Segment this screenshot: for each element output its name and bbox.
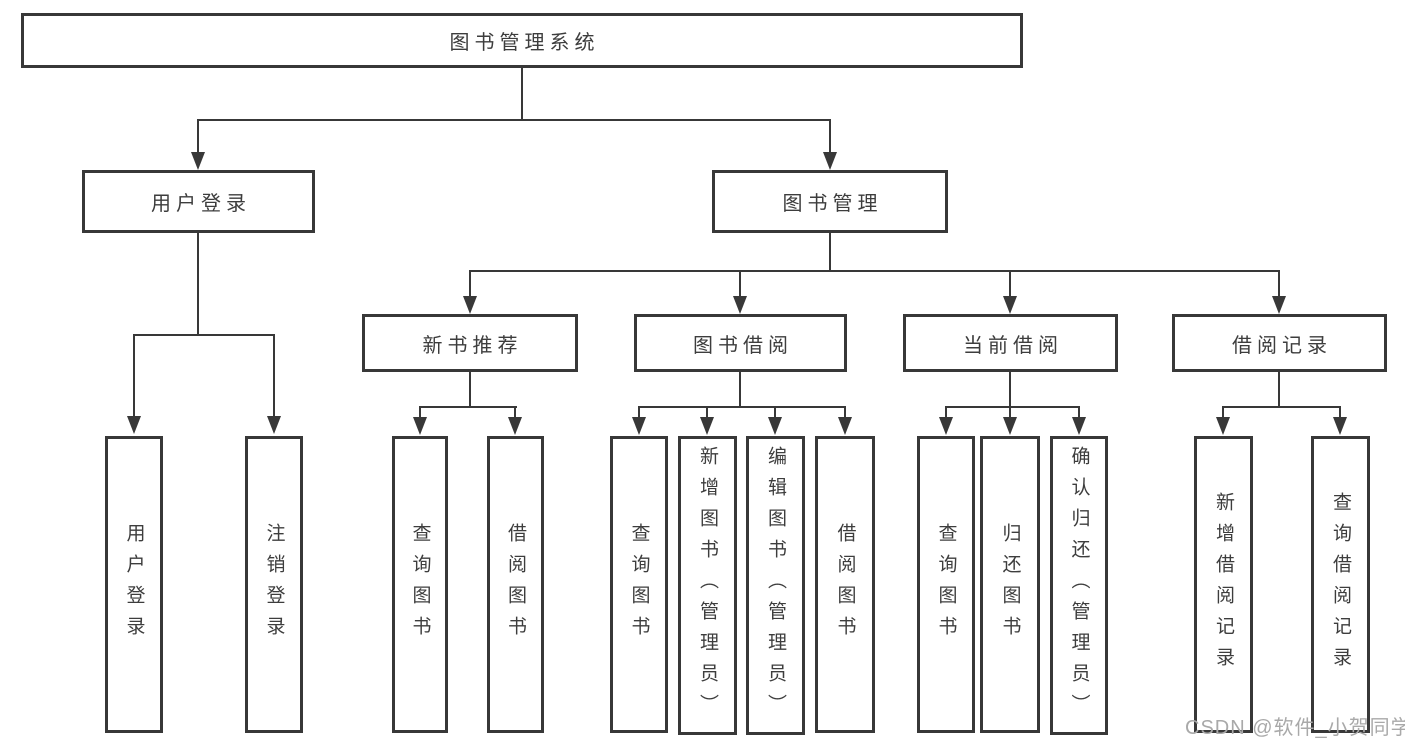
leaf-rec-add-record: 新增借阅记录 — [1194, 436, 1253, 733]
connector-arrow-stem — [469, 272, 471, 297]
node-label: 图书管理 — [782, 193, 883, 215]
connector-arrow-stem — [1278, 272, 1280, 297]
connector-arrow-stem — [1339, 408, 1341, 418]
connector-arrow-stem — [514, 408, 516, 418]
leaf-cb-confirm-return-admin: 确认归还（管理员） — [1050, 436, 1108, 735]
node-label: 新书推荐 — [422, 334, 523, 357]
leaf-label: 编辑图书（管理员） — [765, 446, 786, 725]
connector-arrow-stem — [133, 336, 135, 417]
watermark: CSDN @软件_小贺同学 — [1185, 717, 1405, 739]
leaf-bb-query-books: 查询图书 — [610, 436, 668, 733]
connector-vline — [829, 233, 831, 272]
connector-arrow-stem — [1009, 272, 1011, 297]
connector-hline — [1222, 406, 1341, 408]
connector-hline — [638, 406, 846, 408]
node-book-borrow: 图书借阅 — [634, 314, 847, 372]
arrowhead-down-icon — [127, 416, 141, 434]
leaf-logout: 注销登录 — [245, 436, 303, 733]
leaf-label: 归还图书 — [999, 522, 1021, 647]
arrowhead-down-icon — [939, 417, 953, 435]
node-book-management: 图书管理 — [712, 170, 948, 233]
leaf-nb-borrow-books: 借阅图书 — [487, 436, 544, 733]
leaf-cb-query-books: 查询图书 — [917, 436, 975, 733]
connector-arrow-stem — [844, 408, 846, 418]
arrowhead-down-icon — [413, 417, 427, 435]
connector-vline — [469, 372, 471, 408]
connector-vline — [521, 68, 523, 120]
leaf-label: 用户登录 — [123, 522, 145, 647]
node-new-book-recommend: 新书推荐 — [362, 314, 578, 372]
leaf-label: 查询图书 — [935, 522, 957, 647]
arrowhead-down-icon — [463, 296, 477, 314]
arrowhead-down-icon — [632, 417, 646, 435]
leaf-label: 新增图书（管理员） — [697, 446, 718, 725]
leaf-label: 新增借阅记录 — [1213, 491, 1234, 678]
connector-arrow-stem — [419, 408, 421, 418]
leaf-bb-borrow-books: 借阅图书 — [815, 436, 875, 733]
connector-hline — [469, 270, 1280, 272]
connector-arrow-stem — [197, 121, 199, 153]
arrowhead-down-icon — [1003, 417, 1017, 435]
leaf-label: 查询图书 — [628, 522, 650, 647]
connector-arrow-stem — [706, 408, 708, 418]
connector-arrow-stem — [739, 272, 741, 297]
arrowhead-down-icon — [1072, 417, 1086, 435]
leaf-label: 借阅图书 — [834, 522, 856, 647]
leaf-label: 查询图书 — [409, 522, 431, 647]
arrowhead-down-icon — [1272, 296, 1286, 314]
leaf-cb-return-books: 归还图书 — [980, 436, 1040, 733]
node-borrow-records: 借阅记录 — [1172, 314, 1387, 372]
node-label: 当前借阅 — [963, 334, 1063, 357]
connector-vline — [197, 233, 199, 336]
arrowhead-down-icon — [1003, 296, 1017, 314]
connector-hline — [945, 406, 1080, 408]
leaf-bb-add-books-admin: 新增图书（管理员） — [678, 436, 737, 735]
arrowhead-down-icon — [700, 417, 714, 435]
connector-arrow-stem — [829, 121, 831, 153]
connector-vline — [739, 372, 741, 408]
arrowhead-down-icon — [1216, 417, 1230, 435]
connector-arrow-stem — [945, 408, 947, 418]
arrowhead-down-icon — [191, 152, 205, 170]
node-label: 借阅记录 — [1232, 334, 1332, 357]
leaf-rec-query-record: 查询借阅记录 — [1311, 436, 1370, 733]
arrowhead-down-icon — [768, 417, 782, 435]
arrowhead-down-icon — [823, 152, 837, 170]
leaf-label: 注销登录 — [263, 522, 285, 647]
connector-vline — [1009, 372, 1011, 408]
node-label: 图书管理系统 — [449, 32, 600, 54]
leaf-label: 查询借阅记录 — [1330, 491, 1351, 678]
connector-arrow-stem — [1009, 408, 1011, 418]
connector-arrow-stem — [1222, 408, 1224, 418]
leaf-label: 确认归还（管理员） — [1068, 446, 1090, 725]
connector-hline — [419, 406, 517, 408]
leaf-nb-query-books: 查询图书 — [392, 436, 448, 733]
leaf-bb-edit-books-admin: 编辑图书（管理员） — [746, 436, 805, 735]
connector-arrow-stem — [774, 408, 776, 418]
connector-arrow-stem — [273, 336, 275, 417]
node-label: 用户登录 — [151, 193, 251, 215]
arrowhead-down-icon — [508, 417, 522, 435]
leaf-label: 借阅图书 — [505, 522, 526, 647]
connector-arrow-stem — [638, 408, 640, 418]
arrowhead-down-icon — [267, 416, 281, 434]
arrowhead-down-icon — [733, 296, 747, 314]
connector-vline — [1278, 372, 1280, 408]
connector-hline — [133, 334, 275, 336]
connector-hline — [197, 119, 831, 121]
node-user-login: 用户登录 — [82, 170, 315, 233]
node-label: 图书借阅 — [693, 334, 793, 357]
arrowhead-down-icon — [1333, 417, 1347, 435]
node-root: 图书管理系统 — [21, 13, 1023, 68]
arrowhead-down-icon — [838, 417, 852, 435]
connector-arrow-stem — [1078, 408, 1080, 418]
node-current-borrow: 当前借阅 — [903, 314, 1118, 372]
leaf-user-login: 用户登录 — [105, 436, 163, 733]
